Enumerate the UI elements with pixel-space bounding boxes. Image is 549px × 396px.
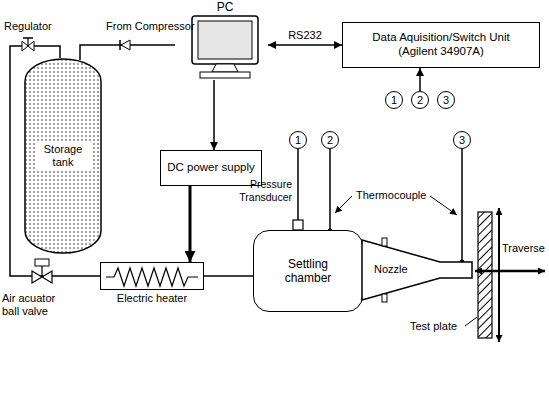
node-label: 2: [412, 92, 428, 108]
pressure-transducer: [293, 220, 303, 230]
node-label: 1: [290, 132, 306, 148]
edge-label: RS232: [286, 29, 324, 42]
settling-chamber: Settling chamber: [253, 230, 363, 312]
regulator-handle: [23, 37, 33, 39]
check-valve: [121, 40, 130, 50]
node-label: Data Aquisition/Switch Unit (Agilent 349…: [355, 31, 527, 59]
connector: [329, 149, 331, 230]
test-plate: [478, 212, 492, 338]
daq-unit-box: Data Aquisition/Switch Unit (Agilent 349…: [342, 22, 540, 68]
monitor-screen: [192, 16, 258, 64]
power-supply-box: DC power supply: [160, 150, 262, 186]
regulator-stem: [27, 38, 28, 46]
callout-number: 1: [289, 131, 307, 149]
connector: [189, 186, 192, 262]
callout-number: 2: [321, 131, 339, 149]
node-label: Electric heater: [71, 292, 233, 305]
part-label: Test plate: [410, 320, 457, 333]
traverse-arrow: [498, 208, 500, 342]
part-label: Thermocouple: [356, 189, 426, 202]
valve-actuator-stem: [41, 266, 42, 277]
part-label: Pressure Transducer: [232, 178, 292, 204]
valve-actuator: [35, 259, 49, 266]
connector: [204, 275, 253, 277]
node-label: 3: [438, 92, 454, 108]
callout-number: 2: [411, 91, 429, 109]
part-label: Air acuator ball valve: [2, 292, 74, 318]
callout-number: 3: [453, 131, 471, 149]
nozzle-flange: [382, 294, 387, 302]
monitor-stand: [212, 64, 238, 72]
leader-line: [335, 196, 352, 213]
node-label: PC: [182, 0, 268, 14]
node-label: DC power supply: [167, 161, 255, 175]
connector: [268, 44, 342, 46]
node-label: 2: [322, 132, 338, 148]
node-label: 1: [386, 92, 402, 108]
inlet-label: From Compressor: [106, 20, 195, 33]
monitor-display: [198, 21, 252, 59]
node-label: Nozzle: [374, 263, 408, 276]
nozzle-shape: Nozzle: [362, 236, 472, 304]
leader-line: [465, 317, 477, 326]
leader-line: [430, 196, 457, 215]
callout-number: 1: [385, 91, 403, 109]
nozzle-flange: [382, 238, 387, 246]
traverse-arrow: [475, 270, 545, 273]
heater-box: Electric heater: [100, 262, 204, 290]
node-label: Settling chamber: [276, 257, 340, 285]
connector: [461, 149, 463, 262]
connector: [419, 68, 421, 91]
connector: [10, 46, 100, 276]
part-label: Regulator: [4, 20, 52, 33]
nozzle-body: [362, 240, 472, 300]
computer: PC: [182, 0, 268, 80]
monitor-base: [200, 72, 250, 78]
callout-number: 3: [437, 91, 455, 109]
motion-label: Traverse: [502, 242, 545, 255]
connector: [213, 80, 215, 150]
node-label: Storage tank: [35, 142, 91, 170]
heater-coil: [106, 268, 198, 286]
node-label: 3: [454, 132, 470, 148]
check-valve: [119, 40, 121, 50]
connector: [297, 149, 299, 220]
storage-tank: Storage tank: [24, 58, 102, 254]
tank-body: [25, 59, 101, 253]
